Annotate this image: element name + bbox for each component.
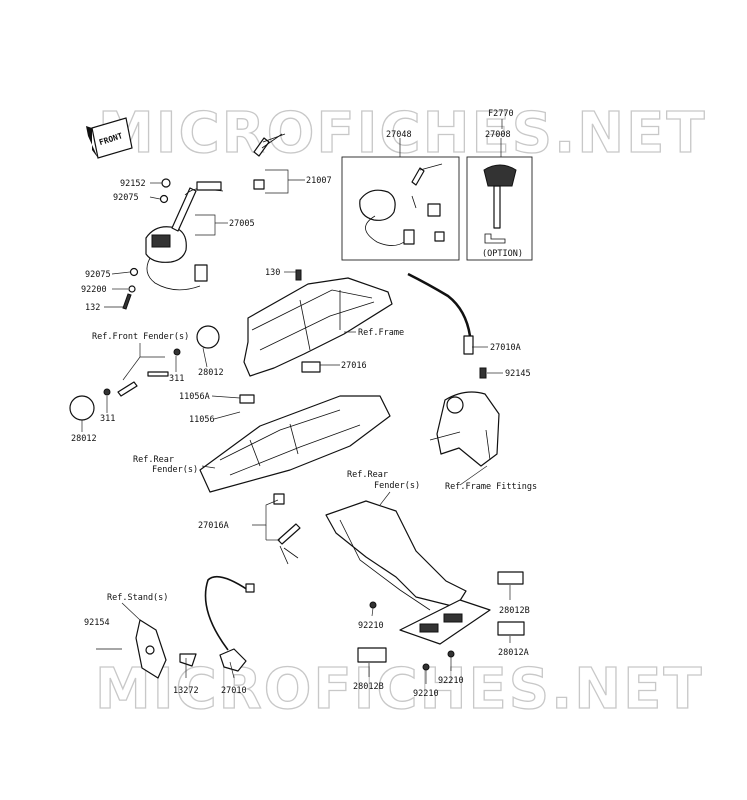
key-icon <box>411 167 425 186</box>
reflector-icon <box>196 325 220 349</box>
kit-box-27008 <box>466 156 533 261</box>
key-icon <box>277 523 301 545</box>
kit-box-27048 <box>341 156 460 261</box>
key-icon <box>483 164 517 187</box>
part-132: 132 <box>85 303 100 313</box>
watermark-bottom: MICROFICHES.NET <box>95 657 704 722</box>
frame-fittings-ref <box>429 391 500 467</box>
part-27016: 27016 <box>341 361 367 371</box>
part-27008: 27008 <box>485 130 511 140</box>
part-311-bottom: 311 <box>100 414 115 424</box>
part-92075-bottom: 92075 <box>85 270 111 280</box>
bracket-icon <box>239 394 255 404</box>
cable-icon <box>204 575 249 651</box>
washer-icon <box>159 194 169 204</box>
bolt-icon <box>117 381 138 397</box>
ref-rear-fender-4: Fender(s) <box>374 481 420 491</box>
ref-frame-fittings: Ref.Frame Fittings <box>445 482 537 492</box>
key-icon <box>196 181 222 191</box>
part-92210-bottom: 92210 <box>413 689 439 699</box>
part-27016A: 27016A <box>198 521 229 531</box>
stand-switch <box>96 575 255 679</box>
part-27048: 27048 <box>386 130 412 140</box>
washer-icon <box>161 178 171 188</box>
part-92200: 92200 <box>81 285 107 295</box>
leader-lines <box>81 119 511 684</box>
ref-rear-fender-2: Fender(s) <box>152 465 198 475</box>
key-icon <box>253 137 270 157</box>
frame-ref <box>243 269 393 377</box>
bolt-icon <box>122 293 132 310</box>
bracket-icon <box>301 361 321 373</box>
part-311-top: 311 <box>169 374 184 384</box>
part-21007: 21007 <box>306 176 332 186</box>
part-11056: 11056 <box>189 415 215 425</box>
part-13272: 13272 <box>173 686 199 696</box>
rear-fender-lower <box>325 500 525 671</box>
ref-frame: Ref.Frame <box>358 328 404 338</box>
part-27005: 27005 <box>229 219 255 229</box>
front-arrow-icon: FRONT <box>86 117 133 159</box>
figure-code: F2770 <box>488 109 514 119</box>
keys-21007 <box>253 133 286 190</box>
part-11056A: 11056A <box>179 392 210 402</box>
washer-icon <box>129 267 139 277</box>
part-92210-right: 92210 <box>438 676 464 686</box>
part-28012B-right: 28012B <box>499 606 530 616</box>
part-92075-top: 92075 <box>113 193 139 203</box>
part-92154: 92154 <box>84 618 110 628</box>
key-icon <box>171 187 197 232</box>
part-28012-bottom: 28012 <box>71 434 97 444</box>
part-28012-top: 28012 <box>198 368 224 378</box>
ref-stand: Ref.Stand(s) <box>107 593 168 603</box>
ignition-switch-assembly <box>122 178 224 310</box>
cable-27010A <box>407 272 487 379</box>
reflector-icon <box>69 395 95 421</box>
cable-icon <box>407 272 472 337</box>
watermark-top: MICROFICHES.NET <box>98 101 707 166</box>
option-label: (OPTION) <box>482 249 523 259</box>
part-27010: 27010 <box>221 686 247 696</box>
ref-rear-fender-3: Ref.Rear <box>347 470 388 480</box>
part-27010A: 27010A <box>490 343 521 353</box>
reflector-icon <box>497 621 525 636</box>
ref-front-fender: Ref.Front Fender(s) <box>92 332 189 342</box>
part-28012B-left: 28012B <box>353 682 384 692</box>
part-130: 130 <box>265 268 280 278</box>
reflector-icon <box>357 647 387 663</box>
rear-fender-ref <box>199 394 391 505</box>
part-92210-left: 92210 <box>358 621 384 631</box>
part-92145: 92145 <box>505 369 531 379</box>
cable-icon <box>146 257 201 291</box>
front-fender-parts <box>69 325 220 421</box>
grommet-icon <box>253 179 265 190</box>
ignition-switch-icon <box>359 189 396 221</box>
bolt-icon <box>295 269 302 281</box>
ref-rear-fender-1: Ref.Rear <box>133 455 174 465</box>
reflector-icon <box>497 571 524 585</box>
bolt-icon <box>147 371 169 377</box>
keys-27016A <box>277 523 301 565</box>
part-28012A: 28012A <box>498 648 529 658</box>
part-92152: 92152 <box>120 179 146 189</box>
